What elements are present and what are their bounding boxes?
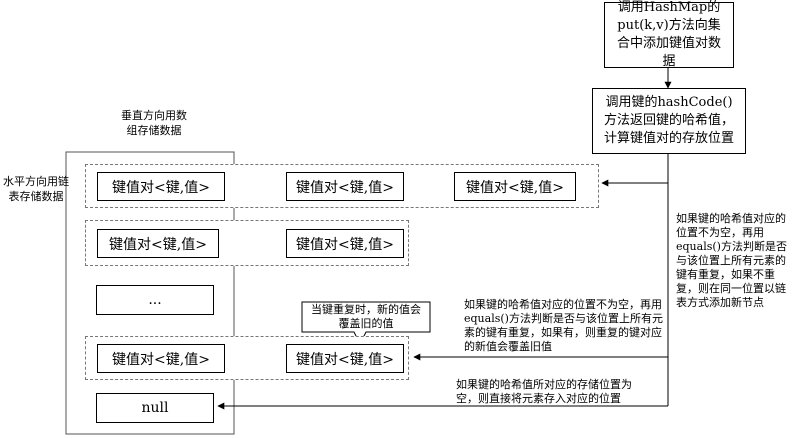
row1-node-3: 键值对<键,值> [454,172,576,201]
row4-node-1: 键值对<键,值> [97,344,225,373]
vertical-array-label: 垂直方向用数组存储数据 [121,109,187,137]
note-append-to-list: 如果键的哈希值对应的位置不为空，再用equals()方法判断是否与该位置上所有元… [676,212,787,309]
note-store-directly: 如果键的哈希值所对应的存储位置为空，则直接将元素存入对应的位置 [456,378,632,405]
row4-node-2: 键值对<键,值> [286,344,404,373]
row1-node-1: 键值对<键,值> [97,172,225,201]
row1-node-2: 键值对<键,值> [286,172,404,201]
row3-ellipsis-node: ... [96,285,214,315]
horizontal-list-label: 水平方向用链表存储数据 [3,175,69,203]
row2-node-1: 键值对<键,值> [97,229,219,258]
step-put-text: 调用HashMap的put(k,v)方法向集合中添加键值对数据 [616,0,721,69]
row2-node-2: 键值对<键,值> [286,229,404,258]
step-hashcode-box: 调用键的hashCode()方法返回键的哈希值，计算键值对的存放位置 [592,88,746,154]
step-put-box: 调用HashMap的put(k,v)方法向集合中添加键值对数据 [604,0,734,69]
array-column [65,151,235,435]
row5-null-node: null [96,393,214,423]
tooltip-text: 当键重复时，新的值会覆盖旧的值 [311,303,421,330]
note-overwrite-value: 如果键的哈希值对应的位置不为空，再用equals()方法判断是否与该位置上所有元… [464,298,663,353]
step-hashcode-text: 调用键的hashCode()方法返回键的哈希值，计算键值对的存放位置 [603,95,734,146]
